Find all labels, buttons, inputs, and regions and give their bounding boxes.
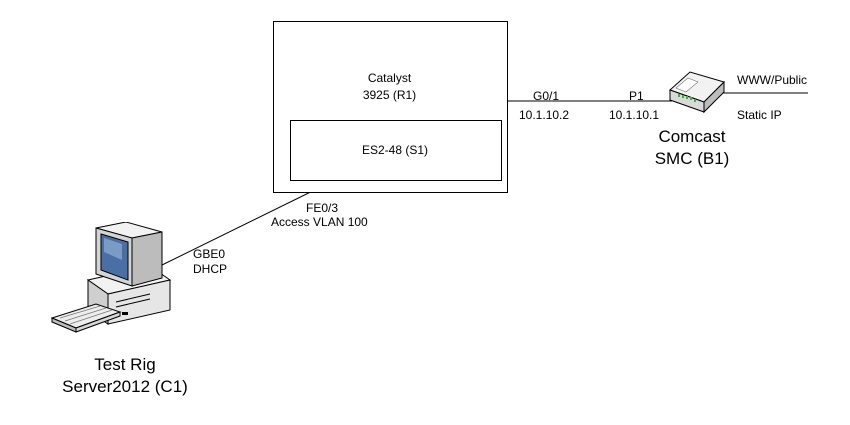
desktop-computer-icon (50, 222, 172, 333)
router-ip-label: 10.1.10.2 (519, 108, 570, 122)
switch-module (290, 120, 502, 181)
pc-port-label: GBE0 (193, 247, 226, 261)
modem-uplink-label: WWW/Public (737, 73, 807, 87)
modem-name-line2: SMC (B1) (654, 149, 730, 168)
switch-module-label: ES2-48 (S1) (361, 143, 429, 157)
link-switch-pc (159, 179, 336, 267)
cable-modem-icon (669, 71, 725, 114)
modem-name-line1: Comcast (658, 127, 726, 146)
modem-ip-mode-label: Static IP (737, 108, 782, 122)
modem-port-label: P1 (629, 89, 644, 103)
pc-name-line1: Test Rig (94, 355, 156, 374)
router-port-label: G0/1 (533, 89, 560, 103)
pc-ip-mode-label: DHCP (193, 262, 228, 276)
router-label-line2: 3925 (R1) (362, 88, 417, 102)
router-label-line1: Catalyst (367, 71, 412, 85)
modem-ip-label: 10.1.10.1 (609, 108, 660, 122)
pc-name-line2: Server2012 (C1) (62, 377, 188, 396)
switch-port-label: FE0/3 (306, 201, 339, 215)
vlan-label: Access VLAN 100 (271, 215, 368, 229)
